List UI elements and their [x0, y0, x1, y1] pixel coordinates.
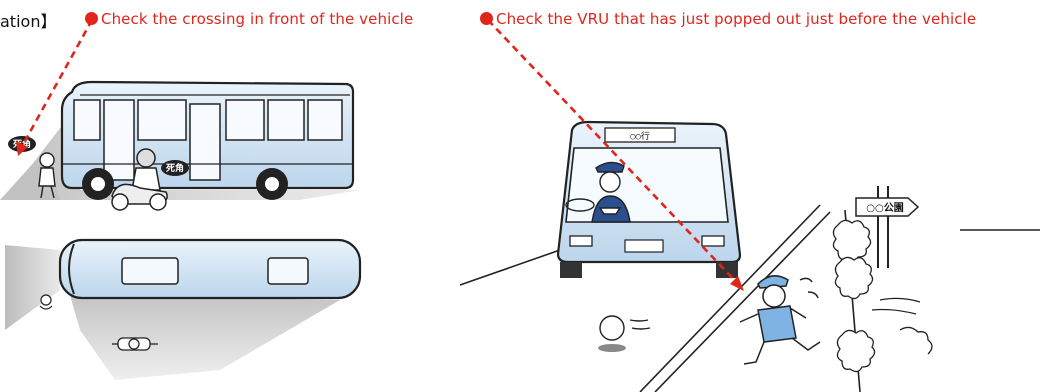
top-roof-hatch	[268, 258, 308, 284]
front-view-scene: ○○行	[460, 122, 1040, 392]
side-door	[190, 104, 220, 180]
front-windshield	[566, 148, 728, 222]
destination-sign-text: ○○行	[630, 130, 650, 142]
side-door	[104, 100, 134, 180]
top-blind-zone-side	[70, 295, 340, 380]
top-view-child-icon	[40, 295, 52, 309]
top-bus-body	[60, 240, 360, 298]
ball-figure	[598, 316, 650, 352]
front-license-plate	[625, 240, 663, 252]
side-window	[138, 100, 186, 140]
top-roof-hatch	[122, 258, 178, 284]
side-window	[74, 100, 100, 140]
side-view-bus-group: 死角 死角	[0, 82, 360, 210]
side-wheel-rear	[256, 168, 288, 200]
blind-spot-badge-text: 死角	[165, 162, 184, 174]
vru-arrowhead-icon	[730, 276, 744, 291]
side-window	[308, 100, 342, 140]
blind-spot-badge: 死角	[161, 160, 189, 176]
side-window	[268, 100, 304, 140]
top-view-bus-group	[5, 240, 360, 380]
bush-cluster	[833, 220, 874, 371]
park-sign-text: ○○公園	[866, 202, 903, 214]
front-headlight	[702, 236, 724, 246]
side-wheel-front	[82, 168, 114, 200]
front-headlight	[570, 236, 592, 246]
side-window	[226, 100, 264, 140]
running-child-figure	[740, 276, 820, 364]
top-blind-zone	[5, 245, 60, 330]
road-edge	[460, 250, 560, 285]
